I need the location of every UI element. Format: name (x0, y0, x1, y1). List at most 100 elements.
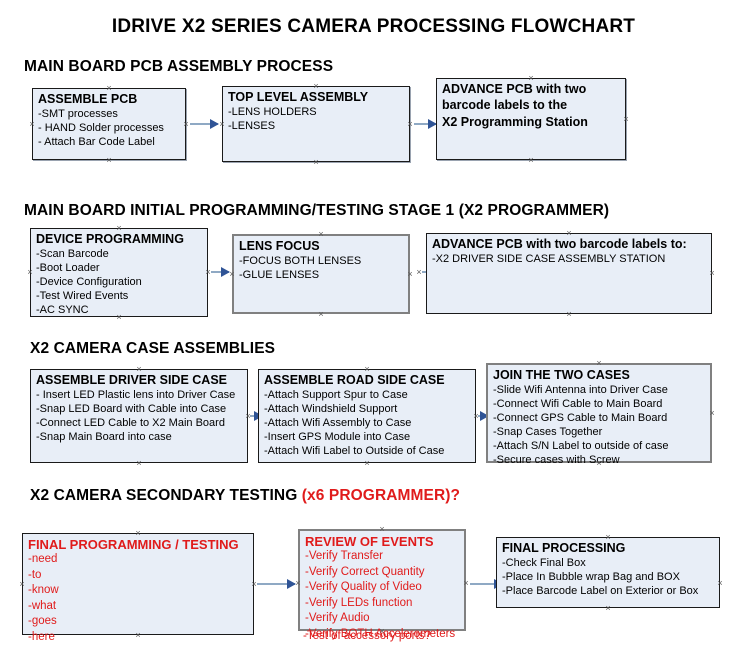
box-line: -Verify Audio (305, 612, 370, 624)
connection-point[interactable] (407, 121, 414, 128)
box-header: FINAL PROGRAMMING / TESTING (28, 537, 239, 552)
connection-point[interactable] (116, 225, 123, 232)
box-line: -GLUE LENSES (239, 269, 320, 281)
box-advance-pcb-programming-station[interactable]: ADVANCE PCB with two barcode labels to t… (436, 78, 626, 160)
box-line: -LENSES (228, 120, 276, 132)
box-line: X2 Programming Station (442, 115, 588, 129)
connection-point[interactable] (295, 580, 302, 587)
connection-point[interactable] (313, 159, 320, 166)
section-heading-2: MAIN BOARD INITIAL PROGRAMMING/TESTING S… (24, 202, 610, 219)
connection-point[interactable] (136, 460, 143, 467)
box-header: ASSEMBLE DRIVER SIDE CASE (36, 373, 228, 387)
box-line: -Check Final Box (502, 557, 586, 569)
box-line: -Secure cases with Screw (493, 454, 620, 466)
connection-point[interactable] (116, 314, 123, 321)
connection-point[interactable] (19, 581, 26, 588)
box-line: -LENS HOLDERS (228, 106, 317, 118)
box-line: -Snap LED Board with Cable into Case (36, 403, 227, 415)
connection-point[interactable] (219, 121, 226, 128)
connection-point[interactable] (29, 121, 36, 128)
connection-point[interactable] (313, 83, 320, 90)
connection-point[interactable] (379, 628, 386, 635)
box-line: -Verify LEDs function (305, 596, 413, 609)
box-line: -Connect LED Cable to X2 Main Board (36, 417, 225, 429)
box-device-programming[interactable]: DEVICE PROGRAMMING -Scan Barcode -Boot L… (30, 228, 208, 317)
box-line: -here (28, 630, 55, 643)
section-heading-4-accent: (x6 PROGRAMMER)? (301, 487, 461, 504)
connection-point[interactable] (106, 85, 113, 92)
box-header: LENS FOCUS (239, 239, 320, 253)
connection-point[interactable] (136, 366, 143, 373)
connection-point[interactable] (717, 580, 724, 587)
connection-point[interactable] (135, 530, 142, 537)
box-line: - Attach Bar Code Label (38, 136, 155, 148)
box-header: ASSEMBLE ROAD SIDE CASE (264, 373, 445, 387)
box-line: -Attach Wifi Label to Outside of Case (264, 445, 445, 457)
box-line: -Verify Correct Quantity (305, 565, 425, 578)
box-line: barcode labels to the (442, 98, 568, 112)
connection-point[interactable] (605, 605, 612, 612)
box-join-the-two-cases[interactable]: JOIN THE TWO CASES -Slide Wifi Antenna i… (486, 363, 712, 466)
box-final-processing[interactable]: FINAL PROCESSING -Check Final Box -Place… (496, 537, 720, 608)
section-heading-4: X2 CAMERA SECONDARY TESTING (x6 PROGRAMM… (30, 487, 460, 505)
box-line: -what (28, 599, 57, 612)
connection-point[interactable] (605, 534, 612, 541)
connection-point[interactable] (709, 270, 716, 277)
box-line: -FOCUS BOTH LENSES (239, 255, 362, 267)
box-assemble-pcb[interactable]: ASSEMBLE PCB -SMT processes - HAND Solde… (32, 88, 186, 160)
box-review-of-events[interactable]: REVIEW OF EVENTS -Verify Transfer -Verif… (298, 529, 466, 640)
arrow-connector (414, 119, 437, 129)
box-line: -Verify Quality of Video (305, 581, 422, 593)
box-line: -Scan Barcode (36, 248, 109, 260)
box-line: -Attach Support Spur to Case (264, 389, 408, 401)
connection-point[interactable] (407, 271, 414, 278)
box-line: -Snap Cases Together (493, 426, 603, 438)
box-line: -Attach Wifi Assembly to Case (264, 417, 412, 429)
connection-point[interactable] (229, 271, 236, 278)
connection-point[interactable] (596, 460, 603, 467)
box-line: -Connect GPS Cable to Main Board (493, 412, 668, 424)
box-line: -SMT processes (38, 108, 118, 120)
connection-point[interactable] (623, 116, 630, 123)
connection-point[interactable] (596, 360, 603, 367)
box-line: - HAND Solder processes (38, 122, 164, 134)
box-header: TOP LEVEL ASSEMBLY (228, 90, 369, 104)
arrow-connector (211, 267, 230, 277)
box-line: -Snap Main Board into case (36, 431, 172, 443)
box-line: -know (28, 584, 59, 596)
connection-point[interactable] (318, 231, 325, 238)
box-assemble-road-side-case[interactable]: ASSEMBLE ROAD SIDE CASE -Attach Support … (258, 369, 476, 463)
box-advance-pcb-driver-side[interactable]: ADVANCE PCB with two barcode labels to: … (426, 233, 712, 314)
box-line: -Test Wired Events (36, 290, 129, 302)
box-line: -Slide Wifi Antenna into Driver Case (493, 384, 668, 396)
box-top-level-assembly[interactable]: TOP LEVEL ASSEMBLY -LENS HOLDERS -LENSES (222, 86, 410, 162)
box-header: FINAL PROCESSING (502, 541, 626, 555)
page-title: IDRIVE X2 SERIES CAMERA PROCESSING FLOWC… (111, 16, 636, 37)
connection-point[interactable] (364, 366, 371, 373)
box-line: -Connect Wifi Cable to Main Board (493, 398, 663, 410)
connection-point[interactable] (318, 311, 325, 318)
connection-point[interactable] (379, 526, 386, 533)
arrow-connector (478, 411, 489, 421)
connection-point[interactable] (135, 632, 142, 639)
connection-point[interactable] (566, 230, 573, 237)
connection-point[interactable] (27, 269, 34, 276)
box-line: -AC SYNC (36, 304, 89, 316)
box-header: DEVICE PROGRAMMING (36, 232, 184, 246)
box-line: -goes (28, 615, 57, 627)
connection-point[interactable] (566, 311, 573, 318)
box-line: -Boot Loader (36, 262, 100, 274)
box-line: -Attach Windshield Support (264, 403, 398, 415)
connection-point[interactable] (364, 460, 371, 467)
connection-point[interactable] (106, 157, 113, 164)
connection-point[interactable] (528, 157, 535, 164)
connection-point[interactable] (709, 410, 716, 417)
connection-point[interactable] (183, 121, 190, 128)
box-final-programming-testing[interactable]: FINAL PROGRAMMING / TESTING -need -to -k… (22, 533, 254, 643)
box-lens-focus[interactable]: LENS FOCUS -FOCUS BOTH LENSES -GLUE LENS… (232, 234, 410, 314)
connection-point[interactable] (528, 75, 535, 82)
box-line: -Verify Transfer (305, 550, 383, 562)
box-assemble-driver-side-case[interactable]: ASSEMBLE DRIVER SIDE CASE - Insert LED P… (30, 369, 248, 463)
connection-point[interactable] (463, 580, 470, 587)
